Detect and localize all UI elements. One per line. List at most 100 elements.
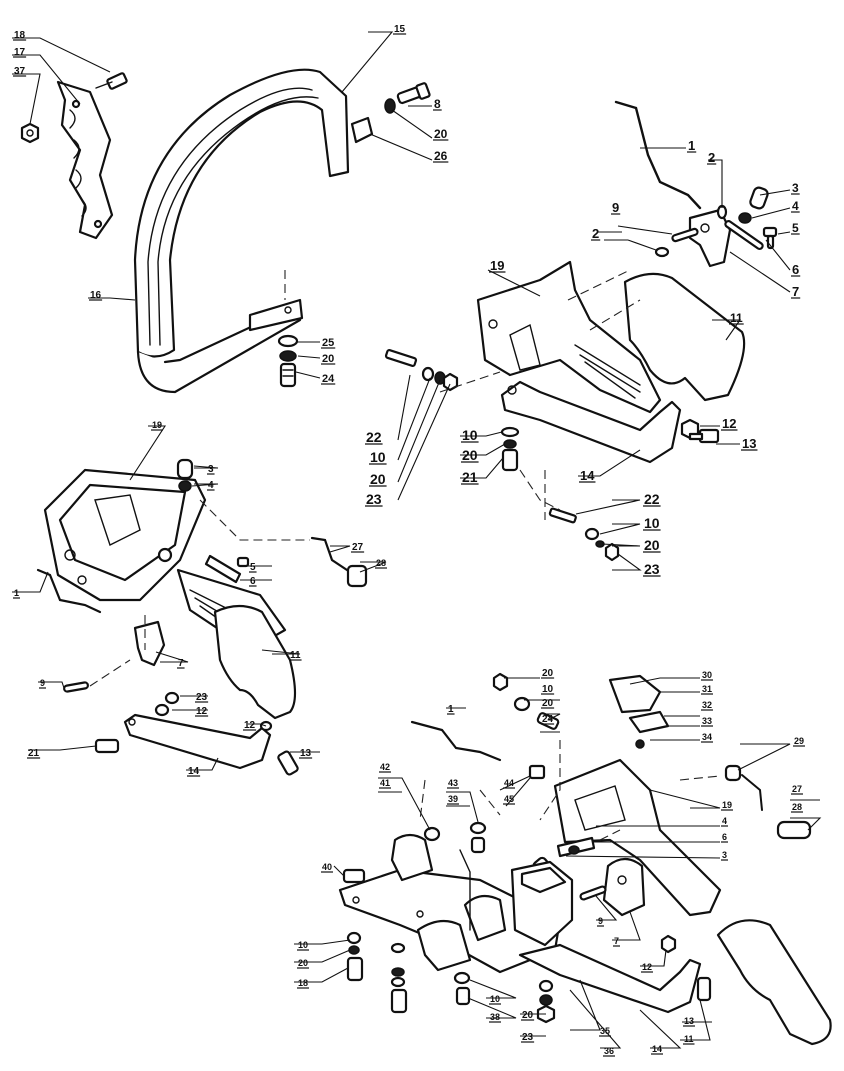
- callout-number: 23: [196, 692, 208, 703]
- callout-number: 19: [152, 420, 162, 430]
- leader-lines: [12, 31, 822, 1049]
- callout-number: 9: [598, 916, 603, 926]
- stud-22-top: [384, 348, 418, 368]
- callout-number: 17: [14, 47, 26, 58]
- callout-number: 3: [792, 181, 799, 195]
- callout-number: 14: [652, 1044, 662, 1054]
- cap-3-mid: [176, 458, 194, 480]
- hardware-12-13-top: [680, 418, 720, 444]
- rod-27-cap-28-bottom: [776, 820, 812, 840]
- callout-c16: 4: [791, 199, 800, 213]
- callout-c92: 14: [651, 1044, 664, 1055]
- hw-43-39: [469, 821, 487, 854]
- callout-c12: 1: [687, 138, 697, 153]
- callout-number: 3: [722, 850, 727, 860]
- callout-c23: 22: [365, 429, 383, 445]
- callout-number: 10: [462, 427, 478, 443]
- callout-number: 25: [322, 337, 334, 349]
- screw-5-mid: [236, 556, 250, 568]
- callout-number: 26: [434, 149, 448, 163]
- callout-number: 10: [370, 449, 386, 465]
- callout-number: 19: [490, 258, 504, 273]
- callout-number: 24: [322, 373, 335, 385]
- callout-number: 13: [300, 748, 312, 759]
- callout-c75: 6: [721, 832, 729, 843]
- callout-c77: 40: [321, 862, 334, 873]
- callout-number: 3: [208, 464, 214, 475]
- callout-c71: 27: [791, 784, 804, 795]
- callout-number: 28: [376, 558, 386, 568]
- callout-c4: 15: [393, 24, 407, 35]
- callout-c68: 39: [447, 794, 460, 805]
- callout-number: 16: [90, 290, 102, 301]
- callout-number: 41: [380, 778, 390, 788]
- callout-c9: 25: [321, 337, 336, 349]
- callout-number: 12: [244, 720, 256, 731]
- callout-c20: 7: [791, 284, 801, 299]
- hardware-25-20-24: [277, 334, 299, 388]
- callout-c78: 9: [597, 916, 605, 927]
- callout-c37: 19: [151, 420, 164, 431]
- clip-26: [350, 116, 374, 144]
- callout-c50: 12: [243, 720, 257, 731]
- hw-10-20-18-bottom: [346, 931, 364, 982]
- callout-number: 14: [188, 766, 200, 777]
- callout-c47: 9: [39, 678, 47, 689]
- washer-2-a: [654, 246, 670, 258]
- callout-number: 9: [612, 200, 619, 215]
- callout-c73: 19: [721, 800, 734, 811]
- throttle-rod-1-bottom: [410, 720, 502, 762]
- callout-c6: 20: [433, 127, 449, 141]
- callout-c76: 3: [721, 850, 729, 861]
- callout-number: 11: [730, 311, 743, 325]
- callout-number: 28: [792, 802, 802, 812]
- callout-number: 20: [434, 127, 448, 141]
- cap-29-bottom: [724, 764, 763, 811]
- callout-number: 33: [702, 716, 712, 726]
- callout-c21: 19: [489, 258, 506, 273]
- callout-c53: 13: [299, 748, 313, 759]
- callout-c35: 20: [643, 537, 661, 553]
- handle-frame-19-bottom: [553, 758, 722, 917]
- callout-c70: 45: [503, 794, 516, 805]
- callout-number: 22: [366, 429, 382, 445]
- callout-number: 20: [462, 447, 478, 463]
- bracket-30-34: [608, 674, 670, 749]
- callout-number: 15: [394, 24, 406, 35]
- cap-28-mid: [346, 564, 368, 588]
- callout-number: 18: [298, 978, 308, 988]
- callout-c84: 10: [489, 994, 502, 1005]
- callout-c2: 17: [13, 47, 27, 58]
- callout-number: 19: [722, 800, 732, 810]
- callout-c59: 30: [701, 670, 714, 681]
- callout-number: 4: [208, 480, 214, 491]
- callout-c81: 20: [297, 958, 310, 969]
- callout-c85: 38: [489, 1012, 502, 1023]
- callout-c8: 16: [89, 290, 103, 301]
- throttle-rod-1: [614, 100, 702, 210]
- callout-c55: 10: [541, 684, 555, 695]
- callout-c7: 26: [433, 149, 449, 163]
- callout-number: 11: [290, 650, 301, 661]
- callout-number: 2: [708, 150, 715, 165]
- callout-number: 23: [644, 561, 660, 577]
- callout-number: 20: [370, 471, 386, 487]
- callout-c80: 10: [297, 940, 310, 951]
- callout-c88: 35: [599, 1026, 612, 1037]
- callout-c36: 23: [643, 561, 661, 577]
- callout-c41: 5: [249, 562, 257, 573]
- lever-6-mid: [204, 554, 242, 584]
- callout-number: 5: [792, 221, 799, 235]
- hw-center-bolt-stack: [390, 942, 408, 1014]
- callout-number: 40: [322, 862, 332, 872]
- callout-c25: 20: [369, 471, 387, 487]
- callout-c74: 4: [721, 816, 729, 827]
- callout-c86: 20: [521, 1010, 535, 1021]
- callout-number: 45: [504, 794, 514, 804]
- callout-number: 29: [794, 736, 804, 746]
- callout-c49: 12: [195, 706, 209, 717]
- callout-c34: 10: [643, 515, 661, 531]
- callout-c28: 20: [461, 447, 479, 463]
- callout-c63: 34: [701, 732, 714, 743]
